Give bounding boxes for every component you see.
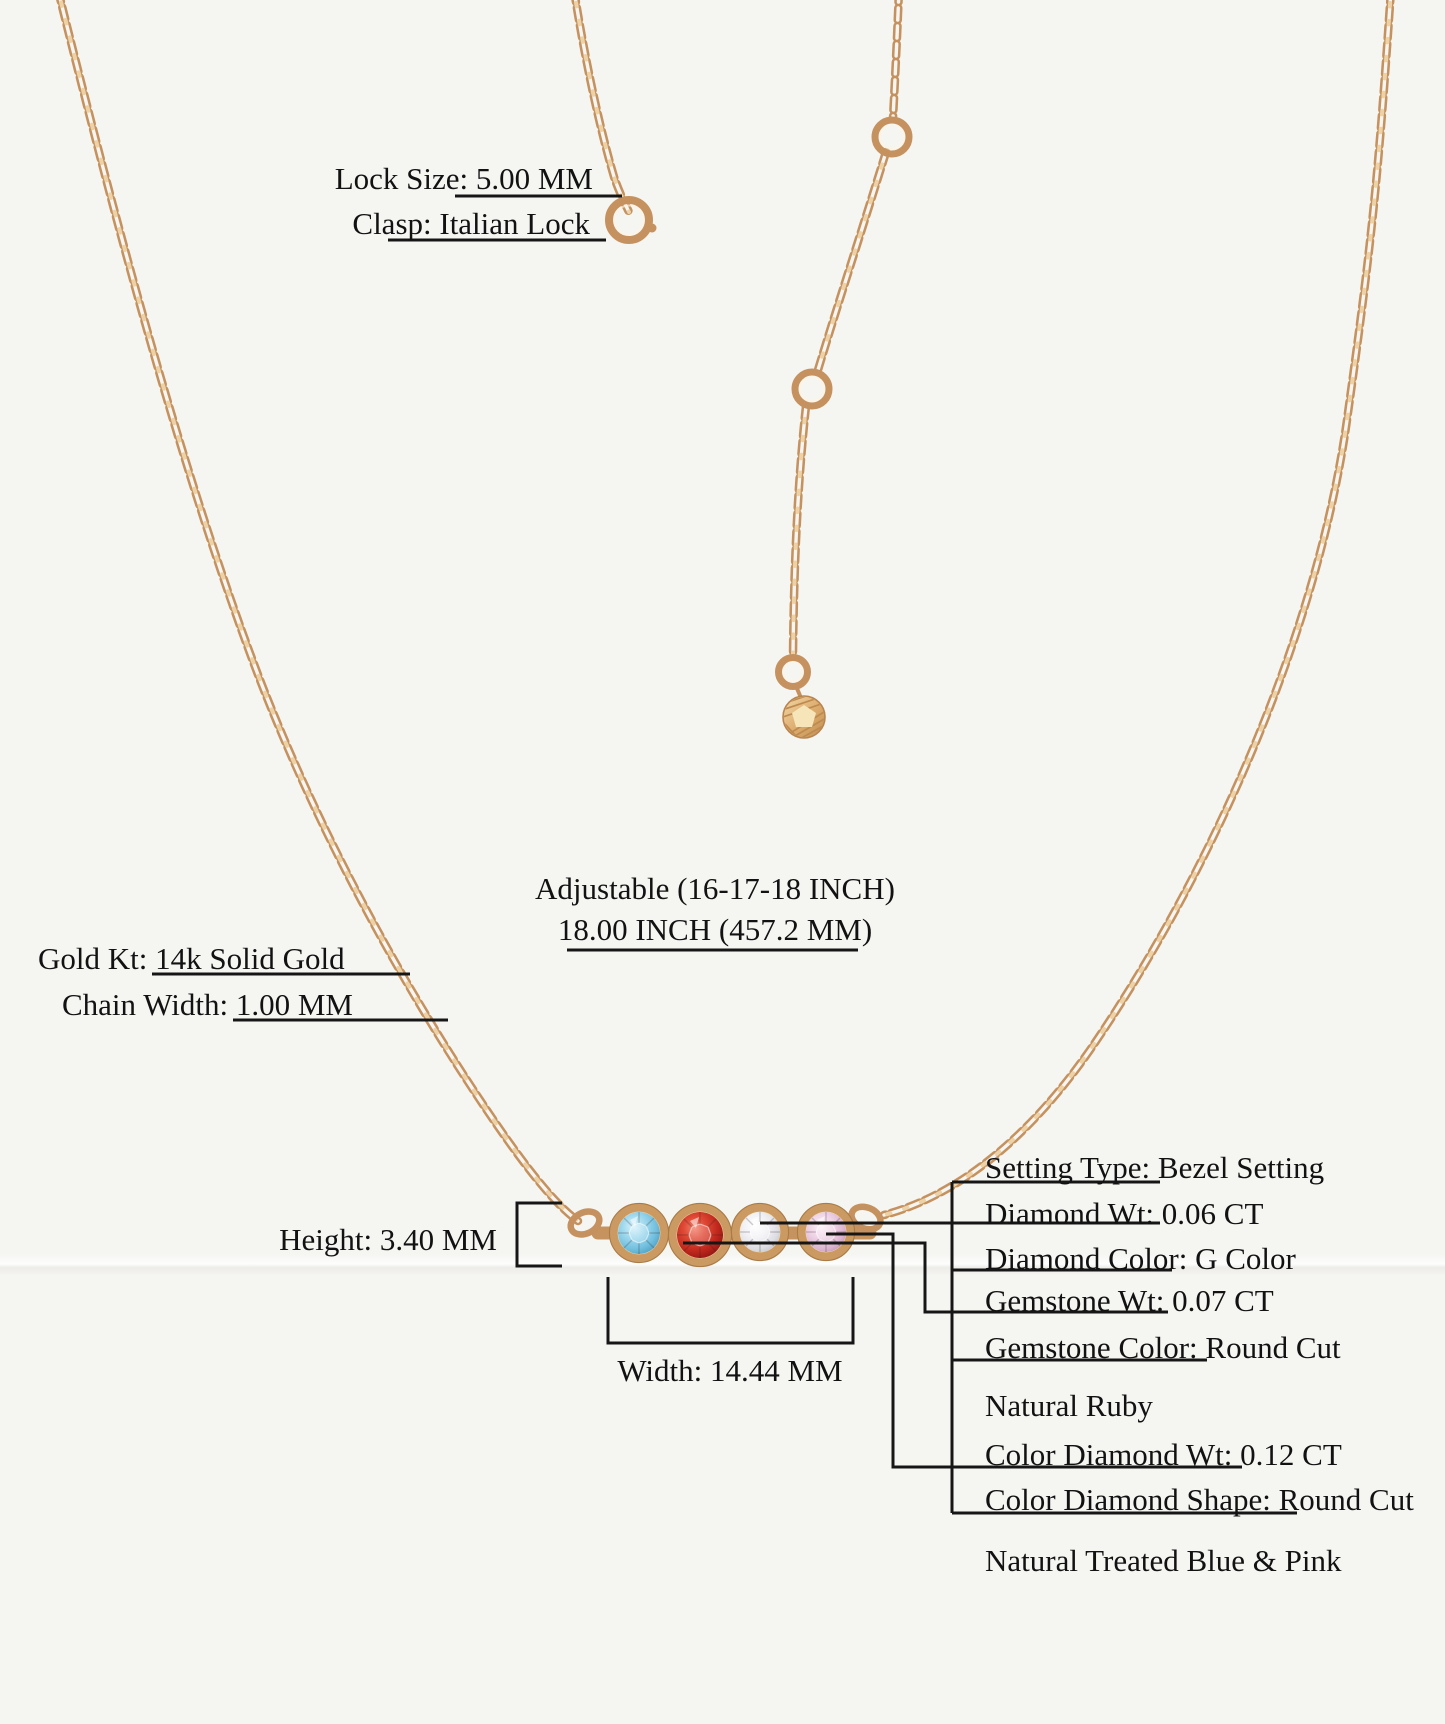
pendant-left-loop [567,1208,603,1238]
spec-color-diamond-shape: Color Diamond Shape: Round Cut [985,1482,1414,1517]
brand-tag-disc-icon [782,695,826,739]
extender-ring-3-highlight [782,661,804,683]
lock-size-label: Lock Size: 5.00 MM [334,161,593,196]
stone-treated-pink-diamond [796,1202,856,1262]
chain-right-alt-links [882,0,1393,1217]
chain-right-hollow [882,0,1393,1217]
length-label: 18.00 INCH (457.2 MM) [557,912,873,947]
height-bracket [515,1201,562,1268]
extender-ring-1-highlight [879,124,905,150]
spec-setting-type: Setting Type: Bezel Setting [985,1150,1325,1185]
extender-ring-2 [791,368,833,410]
extender-ring-3 [775,654,811,690]
spec-gemstone-wt: Gemstone Wt: 0.07 CT [985,1283,1274,1318]
leader-ruby-underline-gemstone-wt [683,1241,1168,1314]
spec-natural-ruby: Natural Ruby [985,1388,1153,1423]
adjustable-label: Adjustable (16-17-18 INCH) [535,871,895,906]
gold-kt-label: Gold Kt: 14k Solid Gold [38,941,345,976]
leader-pink-diamond-underline-color-diamond-wt [826,1232,1242,1469]
spec-diamond-color: Diamond Color: G Color [985,1241,1296,1276]
width-label: Width: 14.44 MM [617,1353,843,1388]
spec-gemstone-color: Gemstone Color: Round Cut [985,1330,1341,1365]
spec-natural-treated-blue-pink: Natural Treated Blue & Pink [985,1543,1342,1578]
tag-pentagon-motif [792,705,816,727]
spring-ring-clasp-icon [605,196,657,244]
chain-width-label: Chain Width: 1.00 MM [62,987,353,1022]
extender-ring-2-highlight [799,376,825,402]
stone-white-diamond [730,1202,790,1262]
spec-color-diamond-wt: Color Diamond Wt: 0.12 CT [985,1437,1342,1472]
chain-right-strand [884,0,1391,1215]
stone-treated-blue-diamond [608,1202,670,1264]
spec-diamond-wt: Diamond Wt: 0.06 CT [985,1196,1264,1231]
chain-right-links [884,0,1391,1215]
width-bracket [606,1277,855,1345]
extender-ring-1 [871,116,913,158]
clasp-label: Clasp: Italian Lock [352,206,590,241]
stone-natural-ruby [667,1202,733,1268]
height-label: Height: 3.40 MM [279,1222,497,1257]
chain-extender [793,0,899,654]
